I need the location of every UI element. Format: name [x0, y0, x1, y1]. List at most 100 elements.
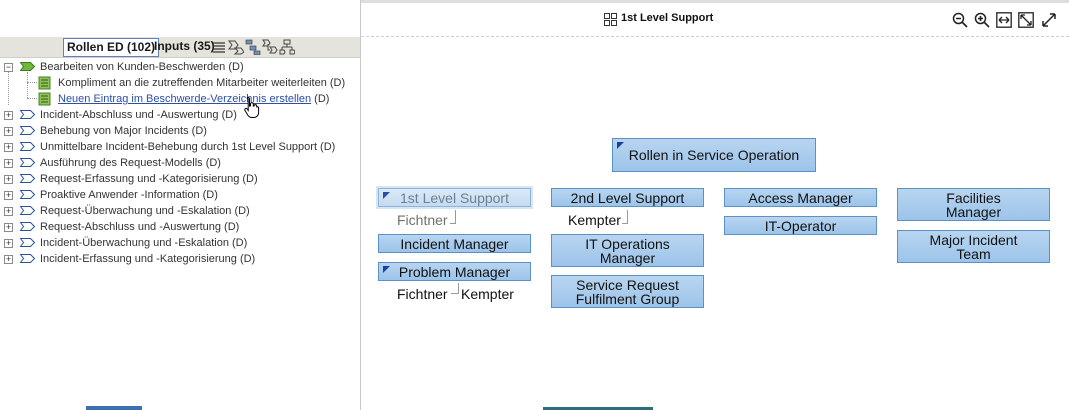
- flag-icon: [383, 266, 390, 273]
- expand-toggle[interactable]: +: [4, 222, 13, 232]
- tree-item[interactable]: Kompliment an die zutreffenden Mitarbeit…: [0, 75, 360, 91]
- tree-item-label: Request-Erfassung und -Kategorisierung (…: [40, 173, 258, 185]
- tree-item[interactable]: + Incident-Überwachung und -Eskalation (D…: [0, 235, 360, 251]
- tab-rollen[interactable]: Rollen ED (102): [63, 38, 160, 57]
- flag-icon: [383, 192, 390, 199]
- tree-item[interactable]: + Incident-Erfassung und -Kategorisierung…: [0, 251, 360, 267]
- role-access-manager[interactable]: Access Manager: [724, 188, 877, 207]
- person-name: Fichtner: [397, 286, 448, 302]
- role-2nd-level-support[interactable]: 2nd Level Support: [551, 188, 704, 207]
- process-icon: [20, 62, 35, 71]
- fit-page-icon[interactable]: [1018, 12, 1034, 28]
- role-label: Incident Manager: [400, 235, 509, 252]
- expand-toggle[interactable]: +: [4, 254, 13, 264]
- person-name: Kempter: [568, 212, 621, 228]
- tree-item[interactable]: + Request-Abschluss und -Auswertung (D): [0, 219, 360, 235]
- chart-title: 1st Level Support: [621, 12, 714, 24]
- collapse-toggle[interactable]: −: [4, 62, 13, 72]
- process-chain-icon[interactable]: [262, 39, 278, 55]
- fit-width-icon[interactable]: [996, 12, 1012, 28]
- tree-item[interactable]: +Incident-Abschluss und -Auswertung (D): [0, 107, 360, 123]
- expand-toggle[interactable]: +: [4, 206, 13, 216]
- role-label: Access Manager: [748, 189, 853, 206]
- expand-toggle[interactable]: +: [4, 142, 13, 152]
- hierarchy-icon[interactable]: [279, 39, 295, 55]
- person-connector: [450, 210, 456, 224]
- expand-toggle[interactable]: +: [4, 174, 13, 184]
- activity-icon: [38, 92, 51, 106]
- list-icon[interactable]: [211, 39, 227, 55]
- role-service-request-fulfilment-group[interactable]: Service Request Fulfilment Group: [551, 275, 704, 308]
- tree-item-label: Neuen Eintrag im Beschwerde-Verzeichnis …: [58, 91, 329, 107]
- process-icon: [20, 110, 35, 119]
- role-label: Major Incident Team: [929, 231, 1018, 262]
- chart-header: 1st Level Support: [361, 3, 1069, 37]
- expand-toggle[interactable]: +: [4, 110, 13, 120]
- left-toolbar: Rollen ED (102) Inputs (35): [0, 37, 360, 58]
- process-icon: [20, 222, 35, 231]
- tree-item[interactable]: Neuen Eintrag im Beschwerde-Verzeichnis …: [0, 91, 360, 107]
- tree-item-label: Request-Abschluss und -Auswertung (D): [40, 221, 240, 233]
- process-icon: [20, 142, 35, 151]
- process-icon: [20, 190, 35, 199]
- hand-cursor-icon: [244, 96, 260, 118]
- expand-toggle[interactable]: +: [4, 158, 13, 168]
- left-scroll-indicator: [86, 406, 142, 410]
- role-it-operator[interactable]: IT-Operator: [724, 216, 877, 235]
- org-root-label: Rollen in Service Operation: [628, 147, 800, 163]
- person-name: Fichtner: [397, 212, 448, 228]
- process-icon: [20, 158, 35, 167]
- tree-item-label: Ausführung des Request-Modells (D): [40, 157, 221, 169]
- tree-item-label: Request-Überwachung und -Eskalation (D): [40, 205, 250, 217]
- process-icon: [20, 126, 35, 135]
- tree-item[interactable]: +Proaktive Anwender -Information (D): [0, 187, 360, 203]
- role-major-incident-team[interactable]: Major Incident Team: [897, 230, 1050, 263]
- tree-connector: [27, 98, 37, 99]
- role-problem-manager[interactable]: Problem Manager: [378, 262, 531, 281]
- role-label: 1st Level Support: [400, 189, 509, 206]
- tree-item-label: Incident-Überwachung und -Eskalation (D): [40, 237, 248, 249]
- process-icon: [20, 206, 35, 215]
- role-it-operations-manager[interactable]: IT Operations Manager: [551, 234, 704, 267]
- tree-connector: [27, 72, 28, 98]
- pane-splitter[interactable]: [360, 0, 361, 410]
- tree-item[interactable]: + Request-Überwachung und -Eskalation (D): [0, 203, 360, 219]
- role-1st-level-support[interactable]: 1st Level Support: [378, 188, 531, 207]
- zoom-in-icon[interactable]: [974, 12, 990, 28]
- expand-toggle[interactable]: +: [4, 190, 13, 200]
- tree-item[interactable]: + Unmittelbare Incident-Behebung durch 1s…: [0, 139, 360, 155]
- tree-item[interactable]: + Request-Erfassung und -Kategorisierung …: [0, 171, 360, 187]
- person-name: Kempter: [461, 286, 514, 302]
- role-label: IT-Operator: [764, 217, 837, 234]
- tree-item-label: Unmittelbare Incident-Behebung durch 1st…: [40, 141, 336, 153]
- role-label: Service Request Fulfilment Group: [575, 276, 680, 307]
- role-label: Facilities Manager: [945, 189, 1002, 220]
- org-chart-icon[interactable]: [245, 39, 261, 55]
- tree-item[interactable]: − Bearbeiten von Kunden-Beschwerden (D): [0, 59, 360, 75]
- person-connector: [451, 283, 459, 294]
- flag-icon: [617, 142, 624, 149]
- tree-connector: [8, 72, 9, 105]
- zoom-out-icon[interactable]: [952, 12, 968, 28]
- tree-item[interactable]: +Behebung von Major Incidents (D): [0, 123, 360, 139]
- tree-item[interactable]: + Ausführung des Request-Modells (D): [0, 155, 360, 171]
- process-icon: [20, 174, 35, 183]
- tab-inputs[interactable]: Inputs (35): [154, 39, 215, 53]
- org-chart-panel: 1st Level Support Rollen in Service Oper…: [361, 0, 1069, 410]
- role-label: 2nd Level Support: [570, 189, 685, 206]
- tree-item-label: Kompliment an die zutreffenden Mitarbeit…: [58, 77, 346, 89]
- grid-icon: [604, 13, 617, 26]
- role-incident-manager[interactable]: Incident Manager: [378, 234, 531, 253]
- org-root-box[interactable]: Rollen in Service Operation: [612, 138, 816, 172]
- role-facilities-manager[interactable]: Facilities Manager: [897, 188, 1050, 221]
- process-flow-icon[interactable]: [228, 39, 244, 55]
- tree-item-label: Bearbeiten von Kunden-Beschwerden (D): [40, 61, 244, 73]
- tree-item-link[interactable]: Neuen Eintrag im Beschwerde-Verzeichnis …: [58, 93, 312, 105]
- person-connector: [622, 210, 628, 224]
- expand-icon[interactable]: [1041, 12, 1057, 28]
- tree-item-label: Incident-Erfassung und -Kategorisierung …: [40, 253, 256, 265]
- left-panel: Rollen ED (102) Inputs (35): [0, 0, 360, 410]
- expand-toggle[interactable]: +: [4, 238, 13, 248]
- top-border: [361, 0, 1069, 3]
- expand-toggle[interactable]: +: [4, 126, 13, 136]
